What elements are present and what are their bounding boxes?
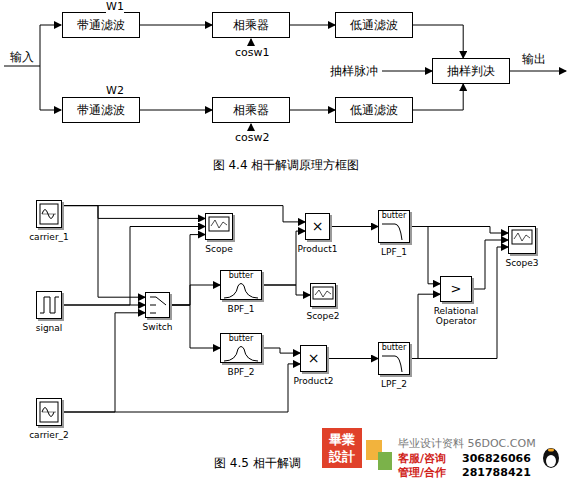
- operator-symbol: ×: [301, 346, 326, 371]
- simulink-block: carrier_2: [36, 398, 62, 426]
- signal-wire: [62, 206, 145, 298]
- text-label: cosw2: [235, 131, 270, 144]
- simulink-block: butterBPF_2: [220, 333, 262, 363]
- signal-wire: [410, 247, 508, 359]
- figure-caption: 图 4.5 相干解调: [214, 456, 301, 470]
- qq-beak: [548, 449, 554, 452]
- simulink-block: Scope3: [508, 226, 536, 254]
- text-label: 306826066: [462, 452, 531, 465]
- signal-wire: [170, 305, 220, 348]
- filter-type: butter: [379, 343, 409, 353]
- process-box: 相乘器: [212, 12, 290, 38]
- simulink-block: Switch: [145, 292, 170, 318]
- signal-wire: [330, 226, 378, 227]
- text-label: 输入: [10, 50, 34, 64]
- signal-wire: [290, 110, 335, 111]
- filter-type: butter: [221, 334, 261, 344]
- text-label: 输出: [522, 52, 546, 66]
- block-name: Switch: [143, 322, 173, 332]
- block-name: Relational Operator: [426, 306, 486, 326]
- simulink-block: signal: [36, 291, 62, 319]
- text-label: 抽样脉冲: [330, 64, 378, 78]
- signal-wire: [410, 227, 508, 234]
- signal-wire: [62, 206, 205, 219]
- process-box: 带通滤波: [62, 97, 140, 123]
- qq-penguin: [543, 448, 559, 468]
- simulink-block: butterLPF_2: [378, 342, 410, 375]
- operator-symbol: ×: [306, 214, 329, 239]
- text-label: 管理/合作: [398, 466, 446, 479]
- process-box: 低通滤波: [335, 12, 413, 38]
- simulink-block: ×Product2: [300, 345, 327, 372]
- signal-wire: [413, 25, 463, 58]
- box-label: 带通滤波: [77, 102, 125, 119]
- signal-wire: [170, 235, 205, 305]
- simulink-block: carrier_1: [36, 200, 62, 228]
- block-name: BPF_2: [227, 367, 254, 377]
- signal-wire: [262, 285, 310, 295]
- signal-wire: [262, 231, 305, 285]
- block-name: Product1: [298, 244, 338, 254]
- operator-symbol: >: [441, 277, 471, 301]
- box-label: 抽样判决: [447, 63, 495, 80]
- watermark-icons: [322, 428, 559, 470]
- block-name: LPF_1: [381, 247, 407, 257]
- text-label: cosw1: [235, 46, 270, 59]
- block-name: Scope2: [306, 311, 339, 321]
- block-name: Scope: [205, 244, 232, 254]
- text-label: 图 4.4 相干解调原理方框图: [213, 158, 360, 172]
- text-label: 281788421: [462, 466, 531, 479]
- text-label: 客服/咨询: [398, 452, 446, 465]
- signal-wire: [140, 110, 212, 111]
- text-label: 設計: [329, 449, 355, 464]
- process-box: 抽样判决: [432, 58, 510, 84]
- signal-wire: [290, 25, 335, 26]
- block-icons: [40, 204, 532, 422]
- signal-wire: [472, 240, 508, 289]
- box-label: 相乘器: [233, 102, 269, 119]
- text-label: W1: [106, 0, 124, 13]
- signal-wire: [140, 25, 212, 26]
- simulink-block: butterBPF_1: [220, 270, 262, 300]
- simulink-block: Scope: [205, 213, 233, 240]
- simulink-block: >Relational Operator: [440, 276, 472, 302]
- text-label: 畢業: [329, 432, 355, 447]
- block-name: LPF_2: [381, 379, 407, 389]
- simulink-block: ×Product1: [305, 213, 330, 240]
- block-name: carrier_1: [29, 232, 69, 242]
- signal-wire: [62, 227, 205, 306]
- top-wires: [4, 25, 566, 131]
- logo-square: [322, 428, 362, 468]
- box-label: 相乘器: [233, 17, 269, 34]
- signal-wire: [410, 227, 440, 284]
- box-label: 低通滤波: [350, 17, 398, 34]
- signal-wire: [410, 294, 440, 358]
- simulink-block: butterLPF_1: [378, 210, 410, 243]
- signal-wire: [413, 84, 463, 110]
- signal-wire: [62, 313, 145, 412]
- block-name: Product2: [294, 376, 334, 386]
- text-label: W2: [106, 84, 124, 97]
- block-name: signal: [36, 323, 63, 333]
- box-label: 低通滤波: [350, 102, 398, 119]
- filter-type: butter: [379, 211, 409, 221]
- process-box: 带通滤波: [62, 12, 140, 38]
- filter-type: butter: [221, 271, 261, 281]
- block-name: BPF_1: [227, 304, 254, 314]
- signal-wire: [62, 364, 300, 412]
- process-box: 低通滤波: [335, 97, 413, 123]
- signal-wire: [262, 348, 300, 353]
- box-label: 带通滤波: [77, 17, 125, 34]
- signal-wire: [327, 358, 378, 359]
- process-box: 相乘器: [212, 97, 290, 123]
- qq-belly: [546, 455, 556, 467]
- lock-icon: [378, 452, 392, 470]
- block-name: Scope3: [505, 258, 538, 268]
- text-label: 毕业设计资料 56DOC.COM: [398, 437, 536, 450]
- simulink-block: Scope2: [310, 283, 336, 307]
- signal-wire: [170, 285, 220, 305]
- block-name: carrier_2: [29, 430, 69, 440]
